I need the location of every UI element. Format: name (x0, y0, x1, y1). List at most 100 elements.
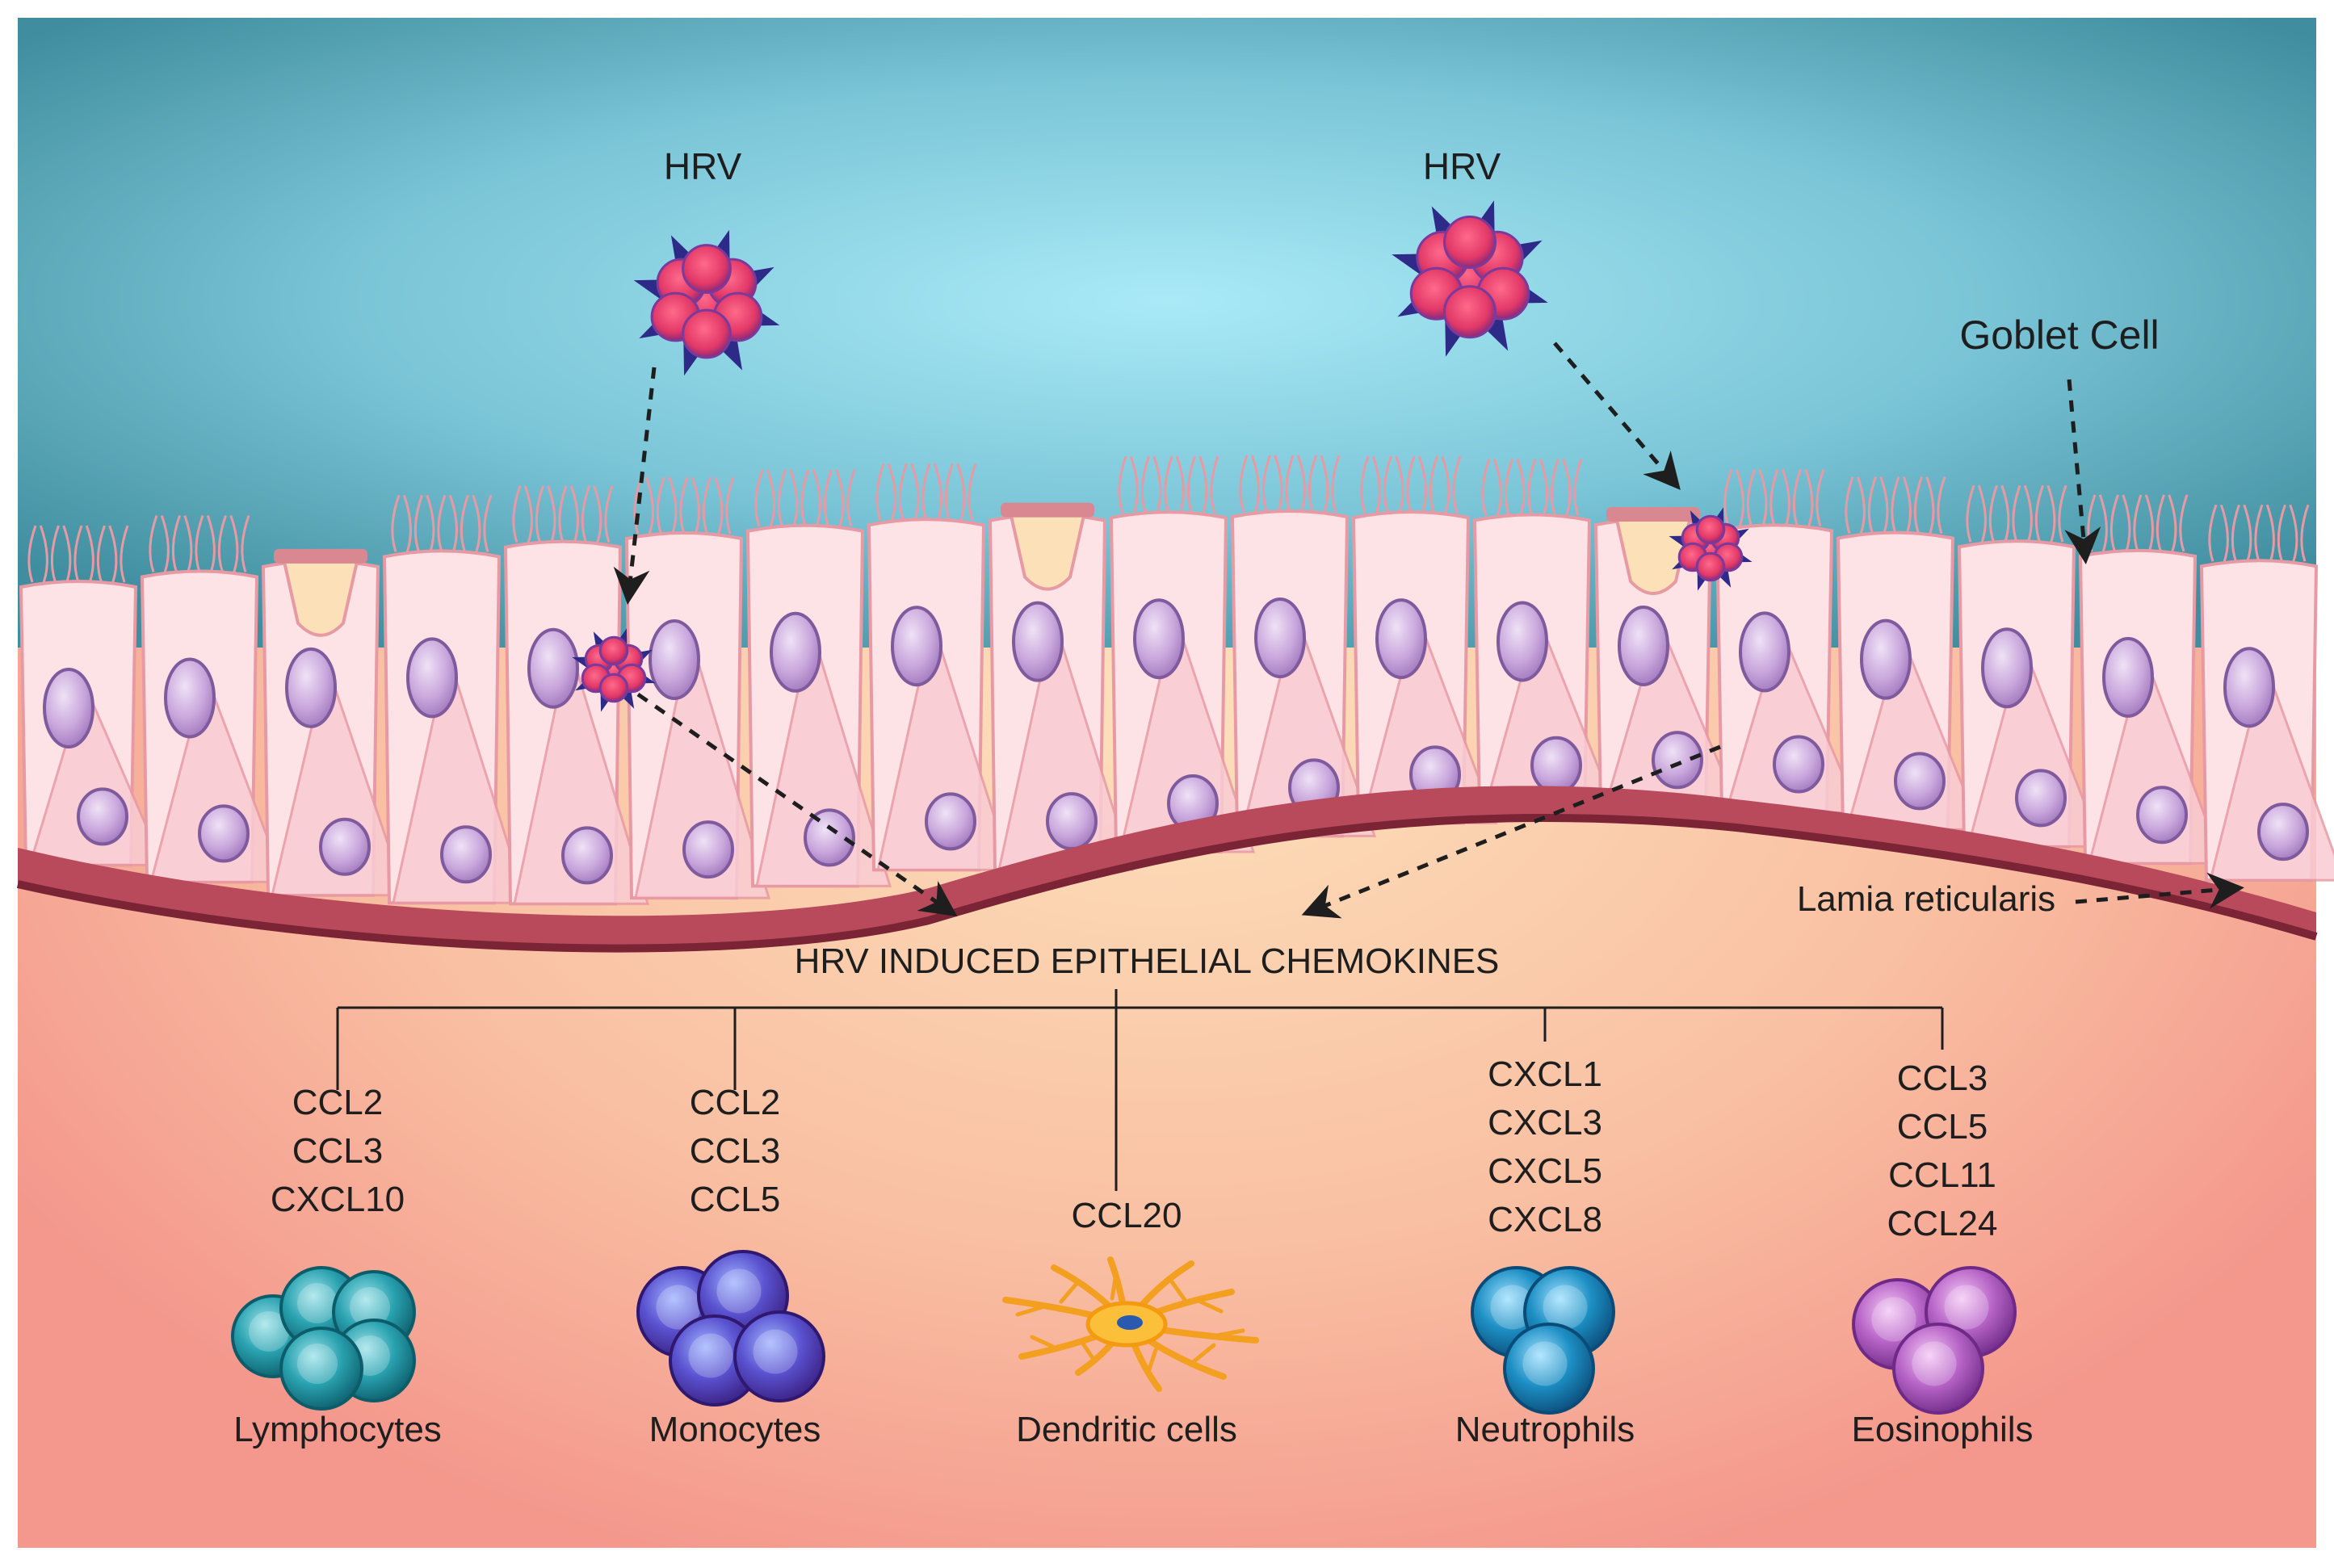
cilia (27, 525, 129, 583)
chemokines-title: HRV INDUCED EPITHELIAL CHEMOKINES (795, 941, 1500, 981)
cilia (391, 494, 493, 552)
cilia (1966, 484, 2067, 543)
chemokine-label: CCL2 (292, 1083, 384, 1122)
basal-cell (876, 617, 1014, 871)
epithelial-cell (624, 476, 771, 900)
epithelial-cell (140, 514, 287, 884)
nucleus (2223, 647, 2275, 728)
arrow-lamina-label (2075, 872, 2244, 909)
basal-cell (2088, 648, 2225, 865)
epithelial-cell (1472, 458, 1619, 815)
nucleus (1652, 731, 1703, 790)
nucleus (682, 820, 734, 879)
neutrophil-cluster-icon (1471, 1266, 1615, 1415)
cilia (1360, 455, 1462, 514)
goblet-mucus (1614, 518, 1692, 595)
chemokine-label: CCL3 (292, 1131, 384, 1171)
nucleus (561, 826, 613, 885)
nucleus (1133, 598, 1185, 680)
membrane-dark-edge (16, 813, 2318, 953)
chemokine-label: CCL5 (690, 1180, 781, 1219)
cilia (2208, 504, 2310, 562)
nucleus (1773, 735, 1824, 794)
arrows-layer (613, 342, 2244, 919)
epithelial-cell (382, 494, 529, 905)
chemokine-label: CCL11 (1888, 1155, 1996, 1195)
chemokine-label: CCL5 (1897, 1107, 1988, 1147)
epithelial-cell (2199, 504, 2334, 883)
epithelial-cell (745, 469, 892, 888)
chemokine-label: CCL3 (690, 1131, 781, 1171)
chemokine-label: CXCL5 (1488, 1151, 1602, 1191)
arrow-goblet-label (2064, 379, 2101, 564)
nucleus (770, 611, 821, 693)
chemokine-label: CCL20 (1072, 1196, 1182, 1235)
cilia (1481, 458, 1583, 516)
hrv-right-label: HRV (1423, 145, 1501, 187)
epithelial-cell (1957, 484, 2104, 849)
cell-type-label: Lymphocytes (233, 1410, 442, 1449)
nucleus (804, 808, 855, 867)
cilia (149, 514, 250, 572)
chemokine-label: CXCL8 (1488, 1200, 1602, 1239)
nucleus (1046, 792, 1098, 851)
epithelial-cell (1351, 455, 1498, 825)
cilia (754, 469, 856, 527)
nucleus (1012, 601, 1064, 682)
nucleus (1894, 752, 1946, 811)
goblet-cell-label: Goblet Cell (1959, 312, 2159, 358)
cell-type-label: Dendritic cells (1016, 1410, 1237, 1449)
epithelial-cell (19, 525, 166, 867)
hrv-virus-left-icon (633, 229, 780, 376)
viruses-layer (572, 200, 1753, 712)
chemokine-label: CCL2 (690, 1083, 781, 1122)
goblet-mucus (282, 560, 359, 637)
cilia (1723, 468, 1825, 526)
basal-cell (271, 659, 408, 897)
nucleus (2257, 803, 2309, 862)
arrow-right-infection-to-chemokines (1301, 744, 1721, 919)
chemokine-label: CXCL1 (1488, 1054, 1602, 1094)
epithelial-cell (867, 463, 1014, 872)
lymphocyte-cluster-icon (231, 1266, 416, 1411)
chemokine-label: CCL3 (1897, 1059, 1988, 1098)
basal-cell (392, 648, 529, 904)
nucleus (1618, 605, 1669, 686)
nucleus (406, 637, 458, 719)
goblet-mucus (1009, 514, 1086, 591)
arrow-hrv-left-to-cell (613, 367, 657, 605)
nucleus (43, 667, 94, 748)
cell-type-label: Monocytes (649, 1410, 821, 1449)
hrv-virus-infecting-left-icon (572, 628, 656, 712)
immune-cell-groups: CCL2CCL3CXCL10LymphocytesCCL2CCL3CCL5Mon… (231, 1054, 2034, 1449)
nucleus (1739, 611, 1790, 693)
chemokine-label: CCL24 (1887, 1204, 1998, 1243)
epithelial-cell (2078, 494, 2225, 866)
goblet-rim (1606, 506, 1700, 522)
nucleus (1497, 601, 1548, 682)
nucleus (1254, 597, 1306, 679)
chemokine-tree-connector (336, 989, 1944, 1191)
nucleus (527, 627, 579, 709)
chemokine-label: CXCL3 (1488, 1103, 1602, 1142)
arrow-hrv-right-to-cell (1553, 342, 1681, 490)
nucleus (1860, 618, 1912, 700)
cilia (1118, 455, 1219, 514)
cell-type-label: Eosinophils (1851, 1410, 2033, 1449)
hrv-left-label: HRV (664, 145, 742, 187)
goblet-rim (1001, 502, 1094, 518)
arrow-left-infection-to-chemokines (636, 692, 958, 917)
epithelial-cell (503, 485, 650, 906)
dendritic-cell-icon (1002, 1256, 1259, 1392)
nucleus (440, 825, 492, 884)
chemokine-label: CXCL10 (271, 1180, 405, 1219)
hrv-virus-infecting-right-icon (1669, 507, 1753, 591)
lamina-reticularis-label: Lamia reticularis (1797, 879, 2055, 919)
nucleus (2102, 636, 2154, 718)
eosinophil-cluster-icon (1852, 1266, 2017, 1415)
cilia (1239, 455, 1341, 513)
